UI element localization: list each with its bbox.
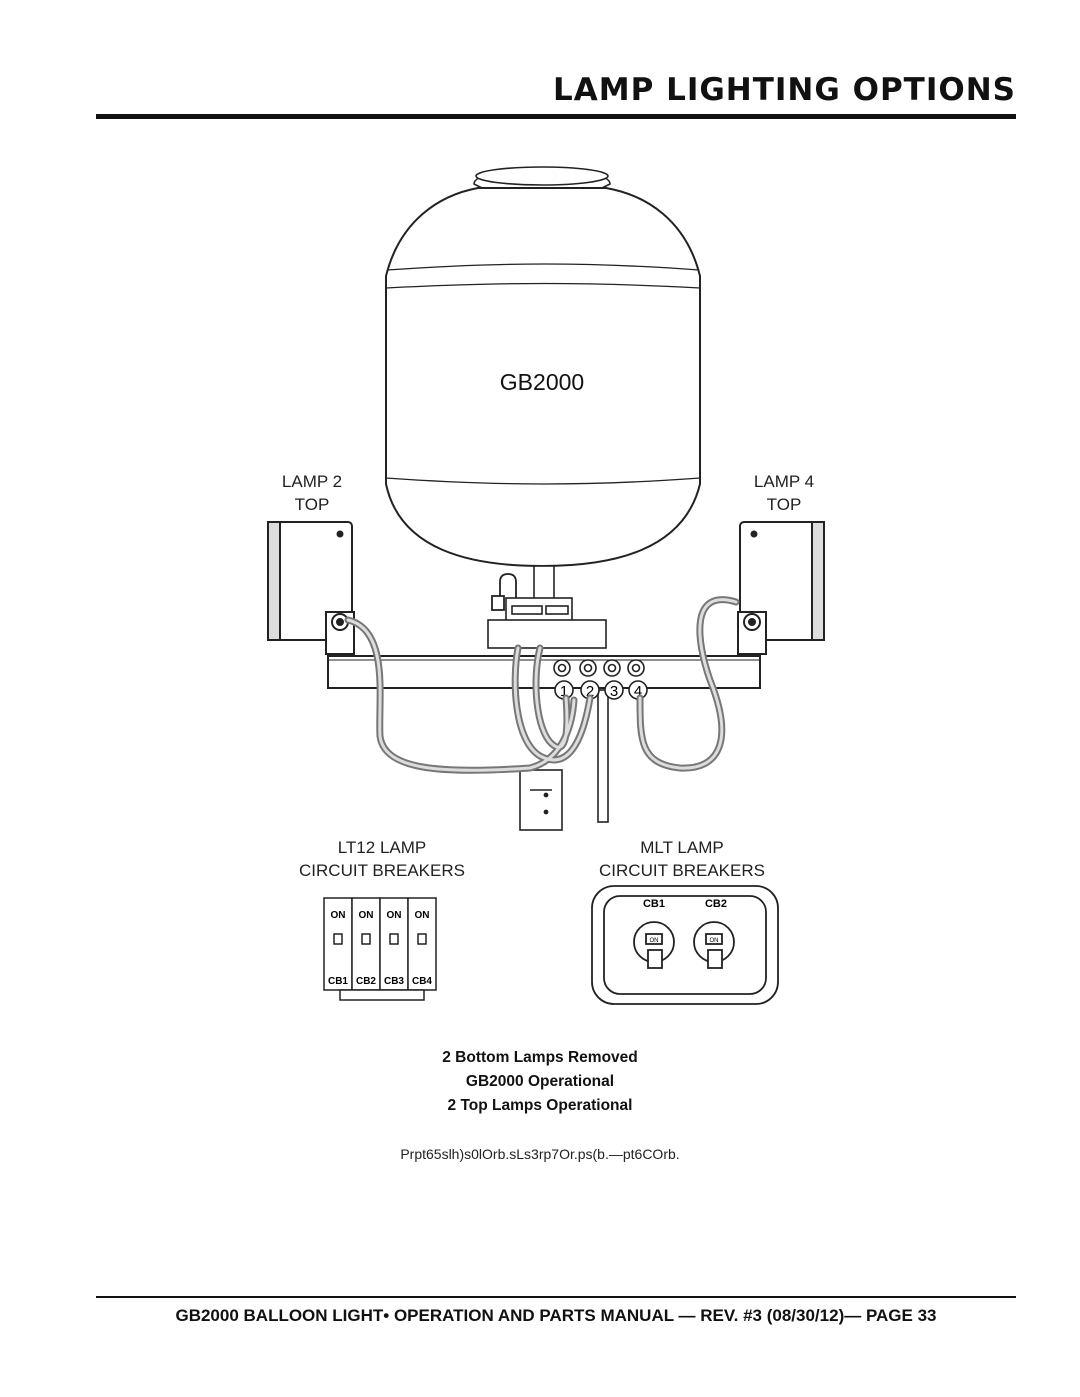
figure-caption: 2 Bottom Lamps Removed GB2000 Operationa…	[340, 1046, 740, 1118]
mlt-circuit-breakers-label: MLT LAMP CIRCUIT BREAKERS	[572, 836, 792, 882]
lamp-head-left	[267, 521, 355, 655]
page-title: LAMP LIGHTING OPTIONS	[552, 72, 1016, 108]
latch-hook	[491, 573, 517, 611]
lt12-breaker-cb4: CB4	[412, 976, 432, 987]
caption-line-3: 2 Top Lamps Operational	[447, 1097, 633, 1114]
lamp-head-right	[737, 521, 825, 655]
power-cables-inner	[346, 598, 738, 772]
outlet-number-markers	[554, 680, 648, 700]
mlt-switch-label-1: ON	[650, 938, 659, 944]
figure-reference: Prpt65slh)s0lOrb.sLs3rp7Or.ps(b.—pt6COrb…	[400, 1146, 680, 1162]
mlt-breaker-cb1: CB1	[643, 898, 665, 910]
lt12-switch-label-1: ON	[331, 910, 346, 921]
lt12-breaker-bank	[323, 897, 437, 1001]
mlt-line2: CIRCUIT BREAKERS	[599, 861, 765, 880]
lamp-4-label: LAMP 4 TOP	[734, 470, 834, 516]
crossbar	[327, 655, 761, 689]
lt12-switch-label-3: ON	[387, 910, 402, 921]
page-footer: GB2000 BALLOON LIGHT• OPERATION AND PART…	[175, 1306, 937, 1325]
lt12-switch-label-2: ON	[359, 910, 374, 921]
lt12-circuit-breakers-label: LT12 LAMP CIRCUIT BREAKERS	[272, 836, 492, 882]
lamp-4-line2: TOP	[766, 495, 802, 514]
lamp-4-line1: LAMP 4	[753, 472, 815, 491]
lamp-2-line1: LAMP 2	[281, 472, 343, 491]
outlet-number-2: 2	[586, 683, 594, 700]
lt12-breaker-cb3: CB3	[384, 976, 404, 987]
control-box	[487, 597, 607, 649]
mlt-switch-label-2: ON	[710, 938, 719, 944]
lt12-line2: CIRCUIT BREAKERS	[299, 861, 465, 880]
mlt-breaker-panel	[591, 885, 779, 1005]
lt12-breaker-cb2: CB2	[356, 976, 376, 987]
mlt-line1: MLT LAMP	[640, 838, 724, 857]
mlt-breaker-cb2: CB2	[705, 898, 727, 910]
lt12-breaker-cb1: CB1	[328, 976, 348, 987]
outlet-number-3: 3	[610, 683, 618, 700]
lamp-2-line2: TOP	[294, 495, 330, 514]
caption-line-1: 2 Bottom Lamps Removed	[442, 1049, 638, 1066]
lamp-2-label: LAMP 2 TOP	[262, 470, 362, 516]
outlet-number-4: 4	[634, 683, 642, 700]
caption-line-2: GB2000 Operational	[465, 1073, 615, 1090]
bottom-rule	[96, 1296, 1016, 1298]
outlet-number-1: 1	[560, 683, 568, 700]
balloon-label: GB2000	[500, 369, 584, 395]
top-rule	[96, 114, 1016, 119]
outlets	[553, 659, 645, 677]
lt12-line1: LT12 LAMP	[337, 838, 427, 857]
lt12-switch-label-4: ON	[415, 910, 430, 921]
